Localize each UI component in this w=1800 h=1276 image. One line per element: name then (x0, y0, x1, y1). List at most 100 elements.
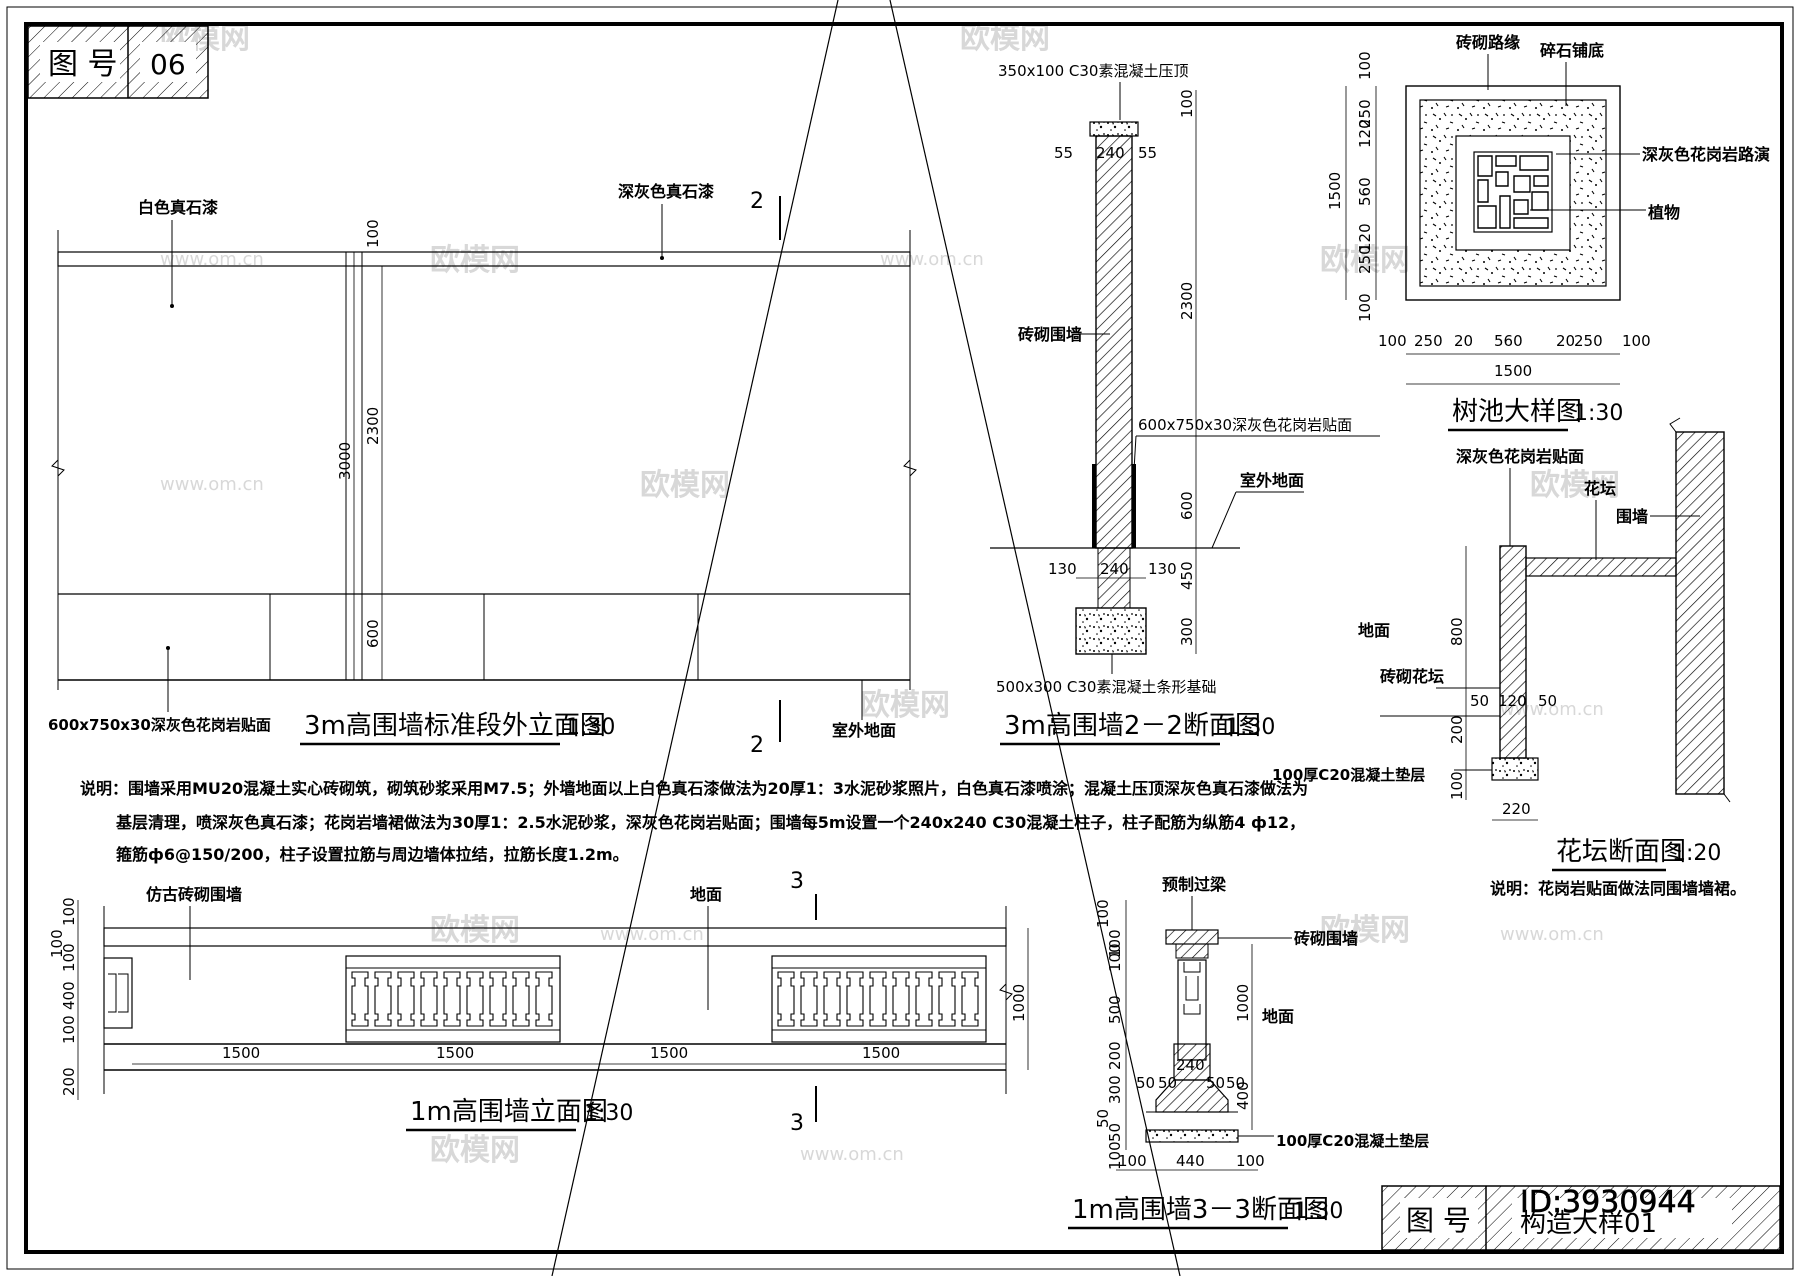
elevation-1m-title: 1m高围墙立面图 (410, 1097, 608, 1127)
label-coping: 350x100 C30素混凝土压顶 (998, 62, 1188, 80)
section-marker: 2 (750, 189, 764, 214)
elevation-3m: 3000 2300 100 600 白色真石漆 深灰色真石漆 600x750x3… (48, 182, 917, 758)
dim-3000: 3000 (336, 442, 354, 480)
label-granite-edging: 深灰色花岗岩路演 (1642, 145, 1770, 164)
baluster (443, 971, 461, 1027)
note-line-2: 基层清理，喷深灰色真石漆；花岗岩墙裙做法为30厚1：2.5水泥砂浆，深灰色花岗岩… (115, 813, 1305, 832)
baluster (351, 971, 369, 1027)
label-granite-top: 深灰色花岗岩贴面 (1456, 447, 1584, 466)
dim-50: 50 (1094, 1109, 1112, 1128)
guide-line (551, 0, 839, 1276)
dim-100: 100 (1178, 89, 1196, 118)
dim-240: 240 (1096, 144, 1125, 162)
label-plant: 植物 (1647, 203, 1680, 222)
baluster (961, 971, 979, 1027)
label-precast-lintel: 预制过梁 (1162, 875, 1227, 894)
footer-title: 构造大样01 (1520, 1209, 1657, 1239)
dim-h: 100 (1378, 332, 1407, 350)
flower-bed-section: 深灰色花岗岩贴面 花坛 围墙 地面 砖砌花坛 800 200 100 50 12… (1272, 417, 1746, 898)
dim-total-v: 1500 (1326, 172, 1344, 210)
dim-2300: 2300 (364, 407, 382, 445)
section-marker: 3 (790, 869, 804, 894)
note-line-1: 说明：围墙采用MU20混凝土实心砖砌筑，砌筑砂浆采用M7.5；外墙地面以上白色真… (80, 779, 1308, 798)
watermark-brand: 欧模网 (430, 1133, 520, 1168)
dim-v: 100 (1356, 293, 1374, 322)
label-bed: 花坛 (1584, 479, 1616, 498)
watermark-url: www.om.cn (880, 249, 984, 270)
tree-pit-detail: 砖砌路缘 碎石铺底 深灰色花岗岩路演 植物 100 250 120 560 12… (1326, 33, 1770, 432)
elevation-3m-title: 3m高围墙标准段外立面图 (304, 711, 606, 741)
footer-id: ID:3930944 (1520, 1185, 1696, 1220)
section-marker: 3 (790, 1111, 804, 1136)
sheet-tag-label: 图 号 (48, 47, 118, 82)
baluster (512, 971, 530, 1027)
dim-v: 100 (1356, 51, 1374, 80)
section-1m-scale: 1:30 (1294, 1199, 1343, 1224)
dim-130: 130 (1148, 560, 1177, 578)
dim-600: 600 (364, 619, 382, 648)
watermark-brand: 欧模网 (860, 688, 950, 723)
flower-bed-title: 花坛断面图 (1556, 837, 1686, 867)
dim-100: 100 (60, 943, 78, 972)
dim-v: 120 (1356, 223, 1374, 252)
dim-50: 50 (1470, 692, 1489, 710)
label-brick-bed: 砖砌花坛 (1380, 667, 1444, 686)
label-outdoor-ground: 室外地面 (1240, 471, 1304, 490)
dim-130: 130 (1048, 560, 1077, 578)
inner-border (24, 22, 1784, 1254)
dim-55: 55 (1138, 144, 1157, 162)
baluster (466, 971, 484, 1027)
watermarks: 欧模网 欧模网 欧模网 欧模网 欧模网 欧模网 欧模网 欧模网 欧模网 欧模网 … (160, 21, 1620, 1168)
dim-100: 100 (364, 219, 382, 248)
tree-pit-title: 树池大样图 (1452, 397, 1582, 427)
dim-300: 300 (1178, 617, 1196, 646)
dim-h: 560 (1494, 332, 1523, 350)
dim-h: 100 (1622, 332, 1651, 350)
dim-55: 55 (1054, 144, 1073, 162)
dim-h: 250 (1414, 332, 1443, 350)
section-3m-title: 3m高围墙2－2断面图 (1004, 711, 1261, 741)
dim-50: 50 (1136, 1074, 1155, 1092)
dim-120: 120 (1498, 692, 1527, 710)
dim-100: 100 (48, 929, 66, 958)
watermark-brand: 欧模网 (960, 21, 1050, 56)
label-grey-stone-paint: 深灰色真石漆 (618, 182, 714, 201)
label-concrete-pad: 100厚C20混凝土垫层 (1276, 1132, 1429, 1150)
dim-h: 20 (1454, 332, 1473, 350)
watermark-brand: 欧模网 (1320, 243, 1410, 278)
baluster (846, 971, 864, 1027)
elevation-3m-scale: 1:30 (566, 715, 615, 740)
dim-100: 100 (1106, 943, 1124, 972)
section-3m: 350x100 C30素混凝土压顶 55 240 55 100 2300 600… (990, 62, 1380, 746)
label-granite-cladding: 600x750x30深灰色花岗岩贴面 (1138, 416, 1352, 434)
note-line-3: 箍筋ф6@150/200，柱子设置拉筋与周边墙体拉结，拉筋长度1.2m。 (116, 845, 629, 864)
outer-border (6, 6, 1794, 1270)
dim-300: 300 (1106, 1075, 1124, 1104)
baluster (823, 971, 841, 1027)
flower-bed-scale: 1:20 (1672, 841, 1721, 866)
label-outdoor-ground: 室外地面 (832, 721, 896, 740)
label-ground: 地面 (1262, 1007, 1294, 1026)
dim-440: 440 (1176, 1152, 1205, 1170)
watermark-url: www.om.cn (160, 474, 264, 495)
dim-50: 50 (1538, 692, 1557, 710)
baluster (915, 971, 933, 1027)
general-notes: 说明：围墙采用MU20混凝土实心砖砌筑，砌筑砂浆采用M7.5；外墙地面以上白色真… (80, 779, 1308, 864)
baluster (777, 971, 795, 1027)
watermark-brand: 欧模网 (1320, 913, 1410, 948)
section-3m-scale: 1:30 (1226, 715, 1275, 740)
dim-1000: 1000 (1234, 984, 1252, 1022)
dim-100: 100 (1236, 1152, 1265, 1170)
label-gravel-base: 碎石铺底 (1540, 41, 1604, 60)
dim-100: 100 (1106, 1141, 1124, 1170)
sheet-tag-number: 06 (150, 48, 186, 81)
elevation-1m-scale: 1:30 (584, 1101, 633, 1126)
dim-220: 220 (1502, 800, 1531, 818)
watermark-brand: 欧模网 (430, 913, 520, 948)
dim-1500: 1500 (436, 1044, 474, 1062)
baluster (800, 971, 818, 1027)
sheet-tag: 图 号 06 (27, 25, 209, 99)
label-strip-footing: 500x300 C30素混凝土条形基础 (996, 678, 1216, 696)
dim-600: 600 (1178, 491, 1196, 520)
